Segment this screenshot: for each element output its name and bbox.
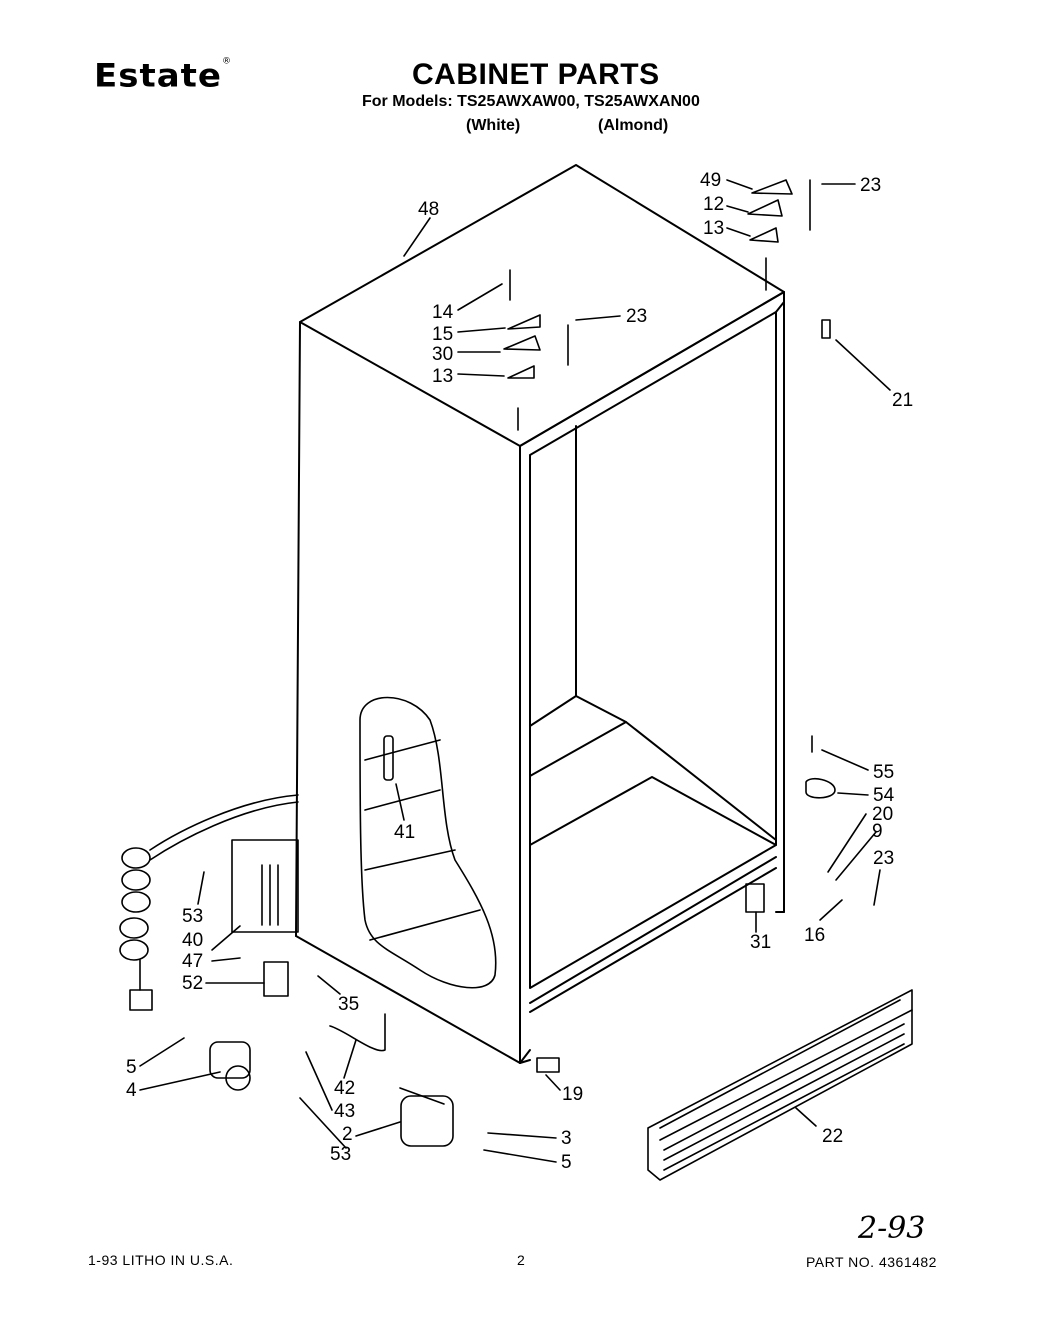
color-almond-label: (Almond): [598, 117, 669, 134]
leader-lines: [139, 179, 891, 1163]
insulation-cutaway: [359, 696, 497, 989]
callout-label: 3: [561, 1128, 572, 1149]
callout-label: 13: [703, 218, 724, 239]
callout-label: 21: [892, 390, 913, 411]
callout-label: 16: [804, 925, 825, 946]
callout-label: 48: [418, 199, 439, 220]
callout-label: 30: [432, 344, 453, 365]
callout-labels: 48 49 12 13 23 14 15 30 13 23 21 55 54 2…: [126, 170, 913, 1173]
callout-label: 49: [700, 170, 721, 191]
callout-label: 20: [872, 804, 893, 825]
callout-label: 53: [330, 1144, 351, 1165]
callout-label: 15: [432, 324, 453, 345]
callout-label: 54: [873, 785, 895, 806]
litho-note: 1-93 LITHO IN U.S.A.: [88, 1252, 234, 1268]
color-white-label: (White): [466, 117, 521, 134]
callout-label: 23: [860, 175, 881, 196]
cabinet-body: [295, 164, 785, 1064]
models-line: For Models: TS25AWXAW00, TS25AWXAN00: [362, 93, 700, 110]
callout-label: 42: [334, 1078, 355, 1099]
brand-logo: Estate®: [94, 57, 232, 95]
callout-label: 23: [873, 848, 894, 869]
callout-label: 43: [334, 1101, 355, 1122]
callout-label: 40: [182, 930, 203, 951]
callout-label: 2: [342, 1124, 353, 1145]
part-number: PART NO. 4361482: [806, 1254, 937, 1270]
callout-label: 5: [126, 1057, 137, 1078]
callout-label: 53: [182, 906, 203, 927]
hinge-assemblies: [503, 179, 831, 753]
callout-label: 4: [126, 1080, 137, 1101]
callout-label: 5: [561, 1152, 572, 1173]
handwritten-date: 2-93: [858, 1211, 926, 1246]
callout-label: 23: [626, 306, 647, 327]
callout-label: 41: [394, 822, 415, 843]
callout-label: 14: [432, 302, 454, 323]
page-number: 2: [517, 1252, 525, 1268]
callout-label: 13: [432, 366, 453, 387]
callout-label: 9: [872, 821, 883, 842]
page-title: CABINET PARTS: [412, 58, 660, 91]
callout-label: 19: [562, 1084, 583, 1105]
callout-label: 47: [182, 951, 203, 972]
callout-label: 22: [822, 1126, 843, 1147]
callout-label: 55: [873, 762, 894, 783]
callout-label: 12: [703, 194, 724, 215]
rear-components: [119, 778, 836, 1147]
callout-label: 52: [182, 973, 203, 994]
callout-label: 31: [750, 932, 771, 953]
kickplate-grille: [647, 989, 913, 1181]
callout-label: 35: [338, 994, 359, 1015]
